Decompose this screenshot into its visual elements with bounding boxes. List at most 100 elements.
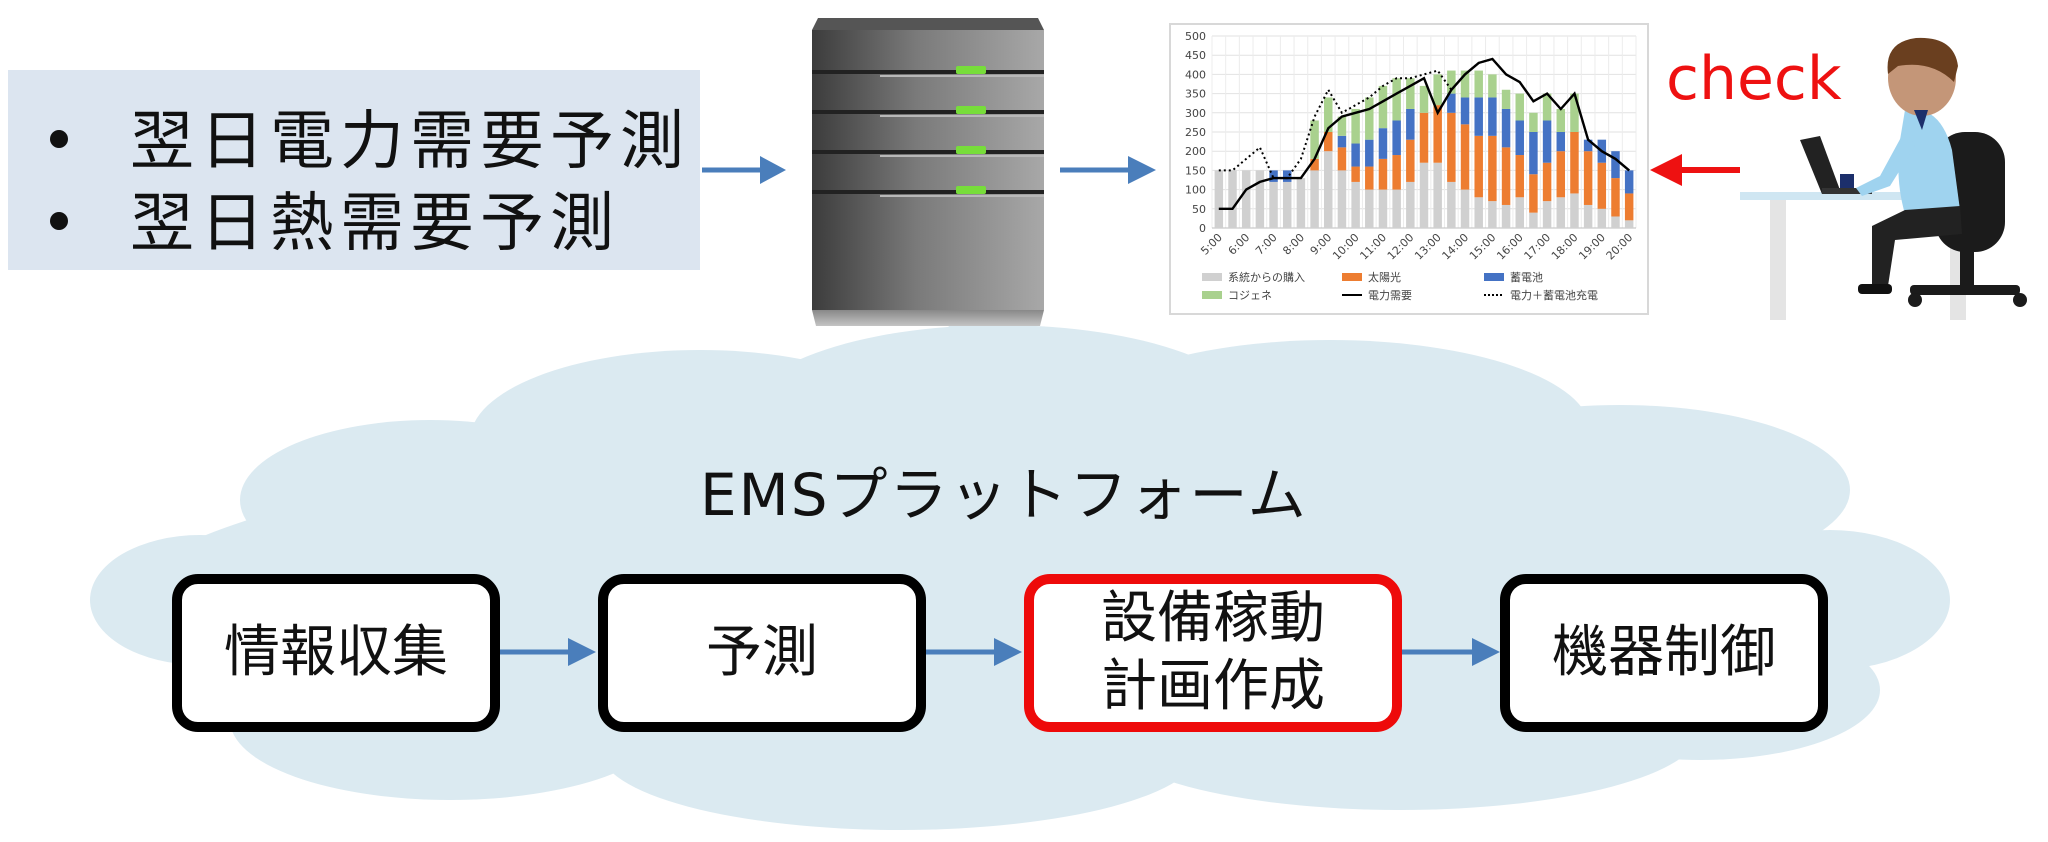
bar-segment xyxy=(1474,97,1483,136)
bar-segment xyxy=(1529,132,1538,175)
legend-swatch xyxy=(1342,273,1362,281)
legend-swatch xyxy=(1202,291,1222,299)
bar-segment xyxy=(1515,120,1524,156)
bar-segment xyxy=(1570,93,1579,132)
arrow-step3-to-step4 xyxy=(1400,638,1500,666)
bar-segment xyxy=(1310,158,1319,171)
bar-segment xyxy=(1392,120,1401,156)
bar-segment xyxy=(1474,135,1483,198)
bar-segment xyxy=(1378,85,1388,129)
bar-segment xyxy=(1611,178,1620,217)
bar-segment xyxy=(1241,170,1251,228)
bar-segment xyxy=(1542,120,1552,163)
bar-segment xyxy=(1474,70,1483,98)
bar-segment xyxy=(1488,135,1497,202)
bar-segment xyxy=(1460,124,1470,190)
legend-label: 蓄電池 xyxy=(1510,271,1543,284)
legend-label: 電力＋蓄電池充電 xyxy=(1510,288,1598,302)
bar-segment xyxy=(1337,116,1347,136)
step-forecast: 予測 xyxy=(598,574,926,732)
bullet-dot xyxy=(50,130,68,149)
bar-segment xyxy=(1583,151,1593,205)
bar-segment xyxy=(1337,135,1347,148)
person-at-laptop-icon xyxy=(1740,37,2027,320)
step-label: 予測 xyxy=(706,620,818,685)
y-tick-label: 400 xyxy=(1185,68,1206,81)
bar-segment xyxy=(1447,70,1456,94)
line-series-dotted xyxy=(1218,57,1630,180)
bar-segment xyxy=(1583,204,1593,228)
bar-segment xyxy=(1570,193,1579,228)
cloud-shape xyxy=(90,290,1950,830)
legend-swatch xyxy=(1202,273,1222,281)
bar-segment xyxy=(1378,158,1388,190)
bar-segment xyxy=(1597,162,1607,209)
bullet-dot xyxy=(50,212,68,231)
y-tick-label: 250 xyxy=(1185,126,1206,139)
bullet-item: 翌日熱需要予測 xyxy=(50,172,620,264)
bar-segment xyxy=(1392,78,1401,121)
bar-segment xyxy=(1556,151,1566,198)
step-label: 機器制御 xyxy=(1552,620,1776,685)
bar-segment xyxy=(1501,147,1511,205)
server-icon xyxy=(812,18,1044,326)
bar-segment xyxy=(1501,108,1511,148)
bar-segment xyxy=(1556,197,1566,228)
bar-segment xyxy=(1542,162,1552,202)
arrow-step1-to-step2 xyxy=(496,638,596,666)
legend-label: 系統からの購入 xyxy=(1228,270,1305,284)
chart-lines xyxy=(1218,57,1630,211)
bar-segment xyxy=(1282,170,1292,182)
legend-swatch xyxy=(1484,273,1504,281)
y-tick-label: 100 xyxy=(1185,184,1206,197)
bar-segment xyxy=(1447,181,1456,228)
bullet-item: 翌日電力需要予測 xyxy=(50,90,690,182)
step-info-collection: 情報収集 xyxy=(172,574,500,732)
step-operation-planning: 設備稼動 計画作成 xyxy=(1024,574,1402,732)
bar-segment xyxy=(1529,174,1538,213)
bar-segment xyxy=(1378,189,1388,228)
bar-segment xyxy=(1542,93,1552,121)
y-tick-label: 350 xyxy=(1185,88,1206,101)
bar-segment xyxy=(1310,120,1319,159)
step-label-line: 設備稼動 xyxy=(1101,586,1325,651)
bar-segment xyxy=(1433,105,1442,163)
bar-segment xyxy=(1570,132,1579,194)
bar-segment xyxy=(1611,151,1620,179)
bar-segment xyxy=(1406,139,1415,182)
step-label-group: 設備稼動 計画作成 xyxy=(1101,585,1325,721)
bar-segment xyxy=(1351,166,1360,182)
bar-segment xyxy=(1460,189,1470,228)
bar-segment xyxy=(1406,78,1415,109)
bar-segment xyxy=(1324,132,1333,152)
bar-segment xyxy=(1392,189,1401,228)
bar-segment xyxy=(1282,181,1292,228)
bar-segment xyxy=(1474,197,1483,228)
bullet-text: 翌日熱需要予測 xyxy=(130,187,620,261)
bar-segment xyxy=(1269,181,1278,228)
check-label: check xyxy=(1666,44,1842,114)
bar-segment xyxy=(1556,132,1566,152)
bar-segment xyxy=(1583,139,1593,152)
legend-label: 太陽光 xyxy=(1368,270,1401,284)
bar-segment xyxy=(1433,162,1442,228)
bar-segment xyxy=(1447,93,1456,113)
bar-segment xyxy=(1624,170,1634,194)
bar-segment xyxy=(1392,155,1401,190)
legend-label: コジェネ xyxy=(1228,289,1272,302)
bar-segment xyxy=(1529,112,1538,132)
bar-segment xyxy=(1556,108,1566,132)
y-tick-label: 450 xyxy=(1185,49,1206,62)
legend-label: 電力需要 xyxy=(1368,289,1412,302)
bar-segment xyxy=(1296,178,1306,228)
forecast-panel: 翌日電力需要予測 翌日熱需要予測 xyxy=(8,70,700,270)
bar-segment xyxy=(1214,170,1224,228)
y-tick-label: 200 xyxy=(1185,145,1206,158)
bar-segment xyxy=(1310,170,1319,228)
bar-segment xyxy=(1501,204,1511,228)
bar-segment xyxy=(1324,97,1333,132)
bar-segment xyxy=(1337,147,1347,171)
bar-segment xyxy=(1365,97,1374,140)
